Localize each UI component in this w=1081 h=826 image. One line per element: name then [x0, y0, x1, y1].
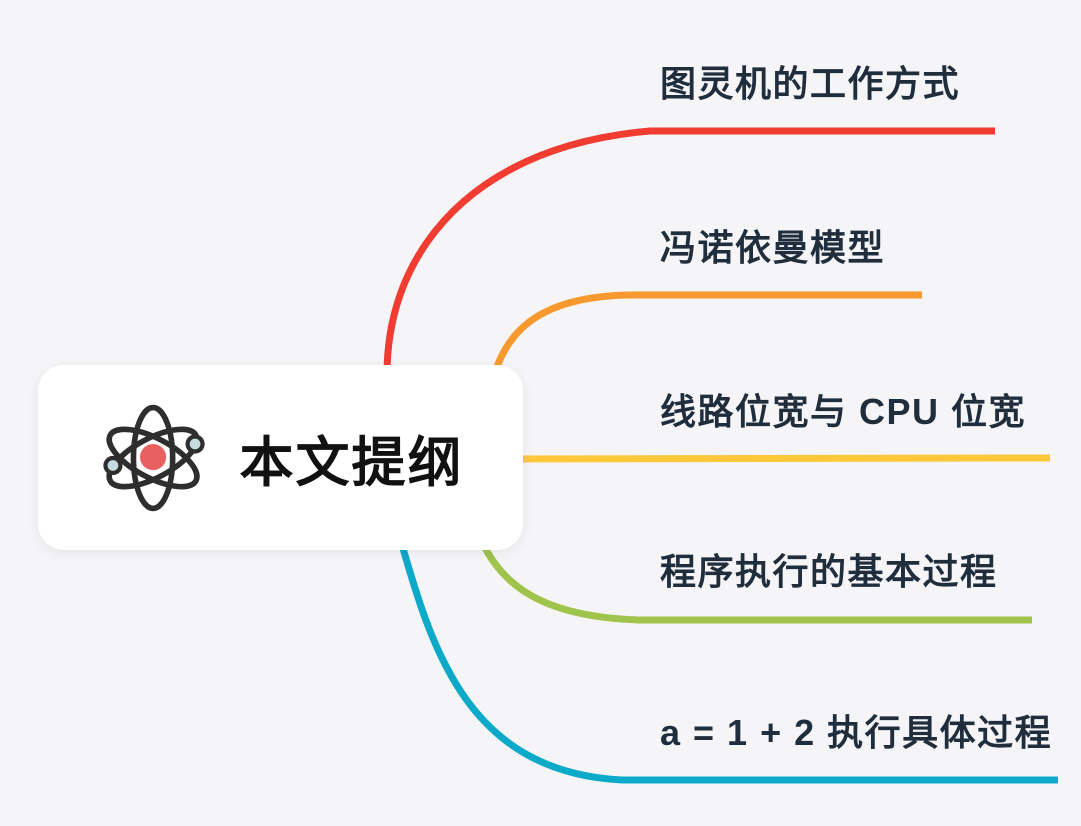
- atom-electron-left: [102, 455, 122, 475]
- branch-label-von-neumann[interactable]: 冯诺依曼模型: [660, 227, 886, 268]
- atom-electron-right: [185, 433, 205, 454]
- branch-label-turing-machine[interactable]: 图灵机的工作方式: [660, 63, 961, 104]
- branch-label-program-execution[interactable]: 程序执行的基本过程: [660, 551, 998, 592]
- atom-icon: [102, 404, 205, 511]
- branch-label-a-equals-1-plus-2[interactable]: a = 1 + 2 执行具体过程: [660, 712, 1053, 753]
- root-title: 本文提纲: [239, 433, 464, 493]
- branch-connector-3: [504, 454, 1051, 463]
- branch-connector-5: [396, 537, 1058, 784]
- branch-connector-4: [474, 530, 1032, 624]
- atom-nucleus: [139, 443, 166, 470]
- branch-label-bus-width[interactable]: 线路位宽与 CPU 位宽: [660, 391, 1027, 432]
- root-node[interactable]: 本文提纲: [38, 365, 523, 550]
- branch-connector-2: [484, 291, 922, 406]
